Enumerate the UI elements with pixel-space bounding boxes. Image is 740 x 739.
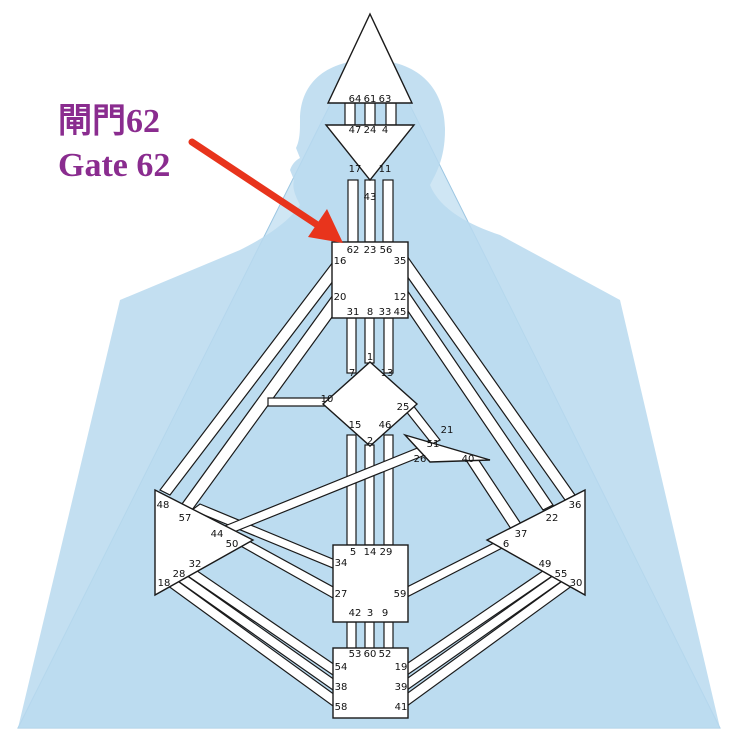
gate-54: 54 <box>335 662 348 673</box>
gate-55: 55 <box>555 569 568 580</box>
gate-12: 12 <box>394 292 407 303</box>
channel-64-47 <box>344 102 356 126</box>
gate-39: 39 <box>395 682 408 693</box>
gate-26: 26 <box>414 454 427 465</box>
channel-15-5 <box>346 434 357 546</box>
gate-19: 19 <box>395 662 408 673</box>
gate-50: 50 <box>226 539 239 550</box>
channel-11-56 <box>382 179 394 243</box>
gate-49: 49 <box>539 559 552 570</box>
gate-52: 52 <box>379 649 392 660</box>
gate-20: 20 <box>334 292 347 303</box>
gate-43: 43 <box>364 192 377 203</box>
ajna-center <box>324 124 416 182</box>
channel-43-23 <box>364 179 376 243</box>
channel-31-7 <box>346 317 357 374</box>
gate-18: 18 <box>158 578 171 589</box>
gate-23: 23 <box>364 245 377 256</box>
gate-10: 10 <box>321 394 334 405</box>
gate-27: 27 <box>335 589 348 600</box>
gate-47: 47 <box>349 125 362 136</box>
gate-32: 32 <box>189 559 202 570</box>
channel-63-4 <box>385 102 397 126</box>
gate-11: 11 <box>379 164 392 175</box>
gate-42: 42 <box>349 608 362 619</box>
gate-34: 34 <box>335 558 348 569</box>
gate-17: 17 <box>349 164 362 175</box>
gate-44: 44 <box>211 529 224 540</box>
head-center <box>326 12 414 104</box>
gate-15: 15 <box>349 420 362 431</box>
ego-center <box>402 433 491 463</box>
gate-35: 35 <box>394 256 407 267</box>
gate-36: 36 <box>569 500 582 511</box>
gate-60: 60 <box>364 649 377 660</box>
gate-7: 7 <box>349 368 355 379</box>
gate-62: 62 <box>347 245 360 256</box>
channel-3-60 <box>364 621 375 650</box>
gate-40: 40 <box>462 454 475 465</box>
gate-3: 3 <box>367 608 373 619</box>
channel-61-24 <box>364 102 376 126</box>
gate-16: 16 <box>334 256 347 267</box>
gate-22: 22 <box>546 513 559 524</box>
gate-46: 46 <box>379 420 392 431</box>
annotation-english: Gate 62 <box>58 147 171 184</box>
gate-31: 31 <box>347 307 360 318</box>
annotation-chinese: 閘門62 <box>58 103 160 140</box>
gate-57: 57 <box>179 513 192 524</box>
gate-28: 28 <box>173 569 186 580</box>
gate-6: 6 <box>503 539 509 550</box>
gate-58: 58 <box>335 702 348 713</box>
gate-2: 2 <box>367 436 373 447</box>
gate-41: 41 <box>395 702 408 713</box>
gate-38: 38 <box>335 682 348 693</box>
gate-1: 1 <box>367 352 373 363</box>
gate-4: 4 <box>382 125 388 136</box>
g-center <box>321 361 419 447</box>
gate-48: 48 <box>157 500 170 511</box>
gate-56: 56 <box>380 245 393 256</box>
sacral-center <box>332 544 409 623</box>
gate-63: 63 <box>379 94 392 105</box>
channel-42-53 <box>346 621 357 650</box>
throat-center <box>331 241 409 319</box>
gate-59: 59 <box>394 589 407 600</box>
gate-51: 51 <box>427 439 440 450</box>
gate-21: 21 <box>441 425 454 436</box>
gate-30: 30 <box>570 578 583 589</box>
channel-46-29 <box>383 434 394 546</box>
gate-13: 13 <box>381 368 394 379</box>
red-arrow-icon <box>188 138 343 243</box>
channel-17-62 <box>347 179 359 243</box>
spleen-center <box>154 488 255 597</box>
gate-labels: 64 61 63 47 24 4 17 11 43 62 23 56 16 35… <box>157 94 583 713</box>
centers <box>154 12 586 719</box>
gate-5: 5 <box>350 547 356 558</box>
root-center <box>332 647 409 719</box>
solar-plexus-center <box>485 488 586 597</box>
gate-64: 64 <box>349 94 362 105</box>
gate-45: 45 <box>394 307 407 318</box>
gate-24: 24 <box>364 125 377 136</box>
channel-9-52 <box>383 621 394 650</box>
channels <box>158 102 582 708</box>
channel-33-13 <box>383 317 394 374</box>
gate-9: 9 <box>382 608 388 619</box>
gate-25: 25 <box>397 402 410 413</box>
gate-61: 61 <box>364 94 377 105</box>
gate-53: 53 <box>349 649 362 660</box>
gate-14: 14 <box>364 547 377 558</box>
channel-2-14 <box>364 444 375 546</box>
gate-29: 29 <box>380 547 393 558</box>
gate-37: 37 <box>515 529 528 540</box>
gate-8: 8 <box>367 307 373 318</box>
gate-33: 33 <box>379 307 392 318</box>
